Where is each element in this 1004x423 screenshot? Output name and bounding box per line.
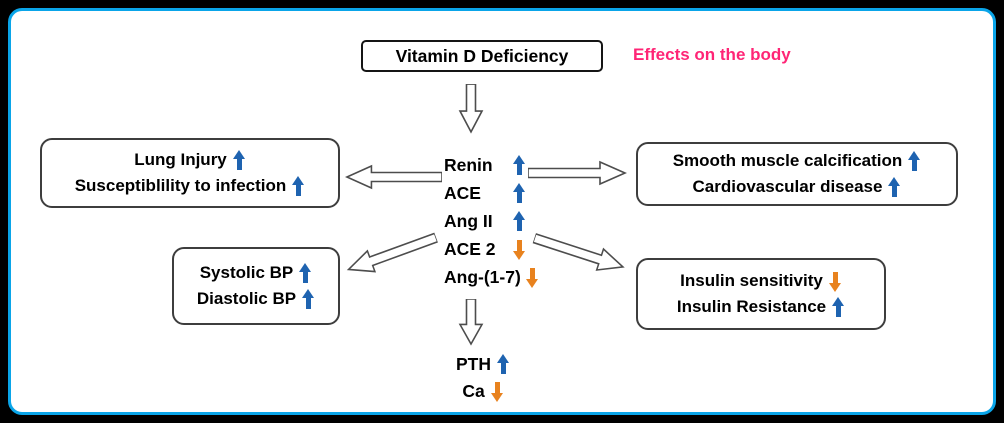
bottom-item-label: PTH bbox=[456, 354, 491, 374]
cascade-item-label: ACE 2 bbox=[444, 238, 496, 259]
box-line-label: Diastolic BP bbox=[196, 289, 297, 308]
box-line: Insulin Resistance bbox=[677, 294, 845, 320]
box-line: Lung Injury bbox=[134, 147, 246, 173]
down-arrow-icon bbox=[525, 267, 539, 288]
raas-cascade-list: Renin ACE Ang II ACE 2 Ang-(1-7) bbox=[444, 151, 539, 291]
blood-pressure-box: Systolic BP Diastolic BP bbox=[172, 247, 340, 325]
hollow-down-arrow-icon bbox=[458, 299, 484, 346]
up-arrow-icon bbox=[888, 176, 901, 198]
up-arrow-icon bbox=[497, 354, 510, 375]
box-line-label: Susceptiblility to infection bbox=[74, 176, 287, 195]
down-arrow-icon bbox=[490, 381, 504, 402]
cascade-item-label: Renin bbox=[444, 154, 493, 175]
box-line: Smooth muscle calcification bbox=[673, 148, 922, 174]
up-arrow-icon bbox=[302, 288, 315, 310]
box-line: Systolic BP bbox=[200, 260, 313, 286]
hollow-down-left-arrow-icon bbox=[341, 225, 440, 282]
pth-ca-group: PTH Ca bbox=[428, 351, 538, 405]
vitamin-d-deficiency-box: Vitamin D Deficiency bbox=[361, 40, 603, 72]
up-arrow-icon bbox=[908, 150, 921, 172]
hollow-down-arrow-icon bbox=[458, 84, 484, 134]
up-arrow-icon bbox=[292, 175, 305, 197]
insulin-box: Insulin sensitivity Insulin Resistance bbox=[636, 258, 886, 330]
box-line-label: Systolic BP bbox=[199, 263, 294, 282]
up-arrow-icon bbox=[513, 182, 526, 204]
cascade-item: Renin bbox=[444, 151, 539, 179]
box-line: Cardiovascular disease bbox=[693, 174, 902, 200]
box-line-label: Lung Injury bbox=[134, 150, 227, 169]
cascade-item: ACE bbox=[444, 179, 539, 207]
box-line: Insulin sensitivity bbox=[680, 268, 842, 294]
effects-on-the-body-caption: Effects on the body bbox=[633, 45, 791, 64]
up-arrow-icon bbox=[513, 154, 526, 176]
vitamin-d-deficiency-label: Vitamin D Deficiency bbox=[395, 45, 569, 66]
vascular-calcification-box: Smooth muscle calcification Cardiovascul… bbox=[636, 142, 958, 206]
cascade-item: Ang II bbox=[444, 207, 539, 235]
cascade-item: Ang-(1-7) bbox=[444, 263, 539, 291]
box-line-label: Insulin Resistance bbox=[676, 297, 827, 316]
down-arrow-icon bbox=[828, 271, 842, 292]
cascade-item: ACE 2 bbox=[444, 235, 539, 263]
up-arrow-icon bbox=[232, 149, 246, 171]
up-arrow-icon bbox=[513, 210, 526, 232]
hollow-left-arrow-icon bbox=[344, 164, 442, 190]
down-arrow-icon bbox=[513, 239, 526, 260]
bottom-item: PTH bbox=[428, 351, 538, 378]
diagram-panel bbox=[8, 8, 996, 415]
lung-injury-box: Lung Injury Susceptiblility to infection bbox=[40, 138, 340, 208]
cascade-item-label: ACE bbox=[444, 182, 481, 203]
cascade-item-label: Ang II bbox=[444, 210, 493, 231]
hollow-right-arrow-icon bbox=[528, 160, 628, 186]
box-line-label: Cardiovascular disease bbox=[692, 177, 883, 196]
box-line: Diastolic BP bbox=[197, 286, 315, 312]
hollow-down-right-arrow-icon bbox=[530, 226, 629, 280]
box-line-label: Insulin sensitivity bbox=[680, 271, 823, 290]
up-arrow-icon bbox=[832, 296, 845, 318]
cascade-item-label: Ang-(1-7) bbox=[444, 266, 521, 287]
bottom-item-label: Ca bbox=[462, 381, 485, 401]
box-line-label: Smooth muscle calcification bbox=[672, 151, 903, 170]
box-line: Susceptiblility to infection bbox=[75, 173, 306, 199]
bottom-item: Ca bbox=[428, 378, 538, 405]
up-arrow-icon bbox=[299, 262, 312, 284]
